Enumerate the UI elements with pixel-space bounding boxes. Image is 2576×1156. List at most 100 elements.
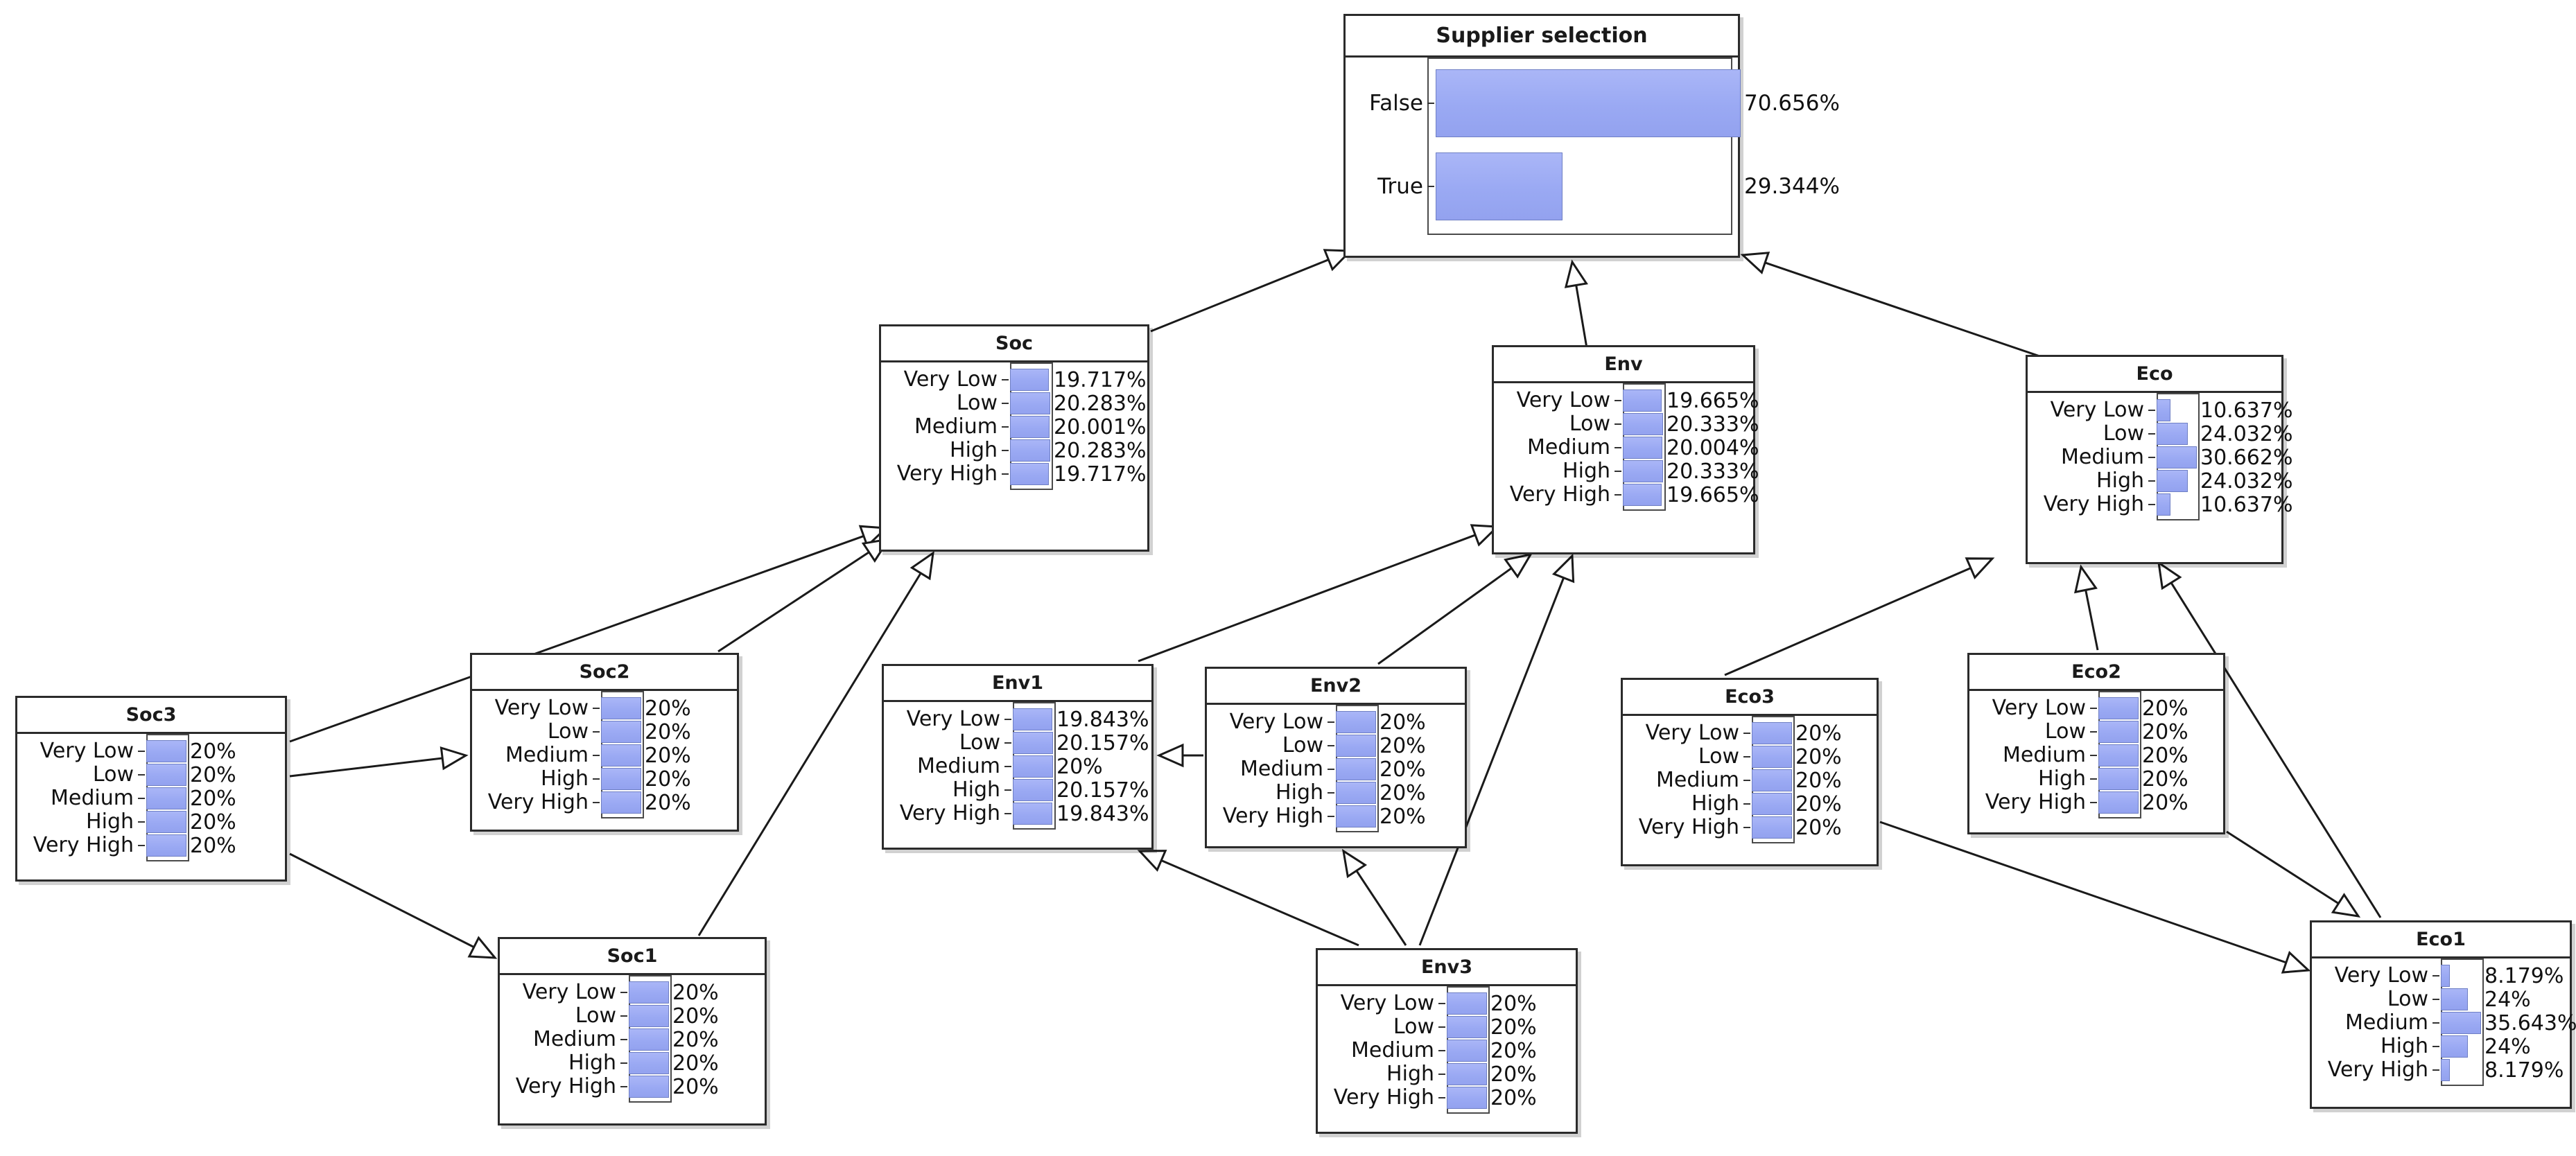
state-label: Very Low: [2334, 963, 2428, 988]
probability-bar-track: [601, 791, 641, 814]
probability-bar: [146, 811, 186, 833]
probability-bar-track: [146, 740, 186, 762]
probability-value: 8.179%: [2484, 963, 2564, 988]
axis-tick-icon: [2433, 1069, 2439, 1071]
probability-value: 8.179%: [2484, 1058, 2564, 1083]
probability-bar: [1013, 779, 1053, 801]
probability-bar-track: [1623, 389, 1663, 412]
state-label: Very High: [1638, 815, 1739, 839]
probability-value: 20%: [190, 739, 236, 764]
state-label: Very Low: [1516, 388, 1610, 412]
state-row[interactable]: Very Low 8.179%: [2312, 964, 2570, 988]
state-label: Low: [1282, 733, 1323, 757]
state-label: Very Low: [522, 980, 616, 1004]
probability-value: 24.032%: [2200, 421, 2293, 446]
probability-bar: [1623, 484, 1662, 506]
probability-value: 20%: [1380, 757, 1426, 782]
node-title-env1: Env1: [884, 666, 1151, 702]
edge-env3-to-env2: [1341, 848, 1407, 946]
probability-bar: [2098, 791, 2139, 814]
probability-value: 20%: [1795, 768, 1842, 793]
node-title-eco3: Eco3: [1623, 680, 1877, 716]
